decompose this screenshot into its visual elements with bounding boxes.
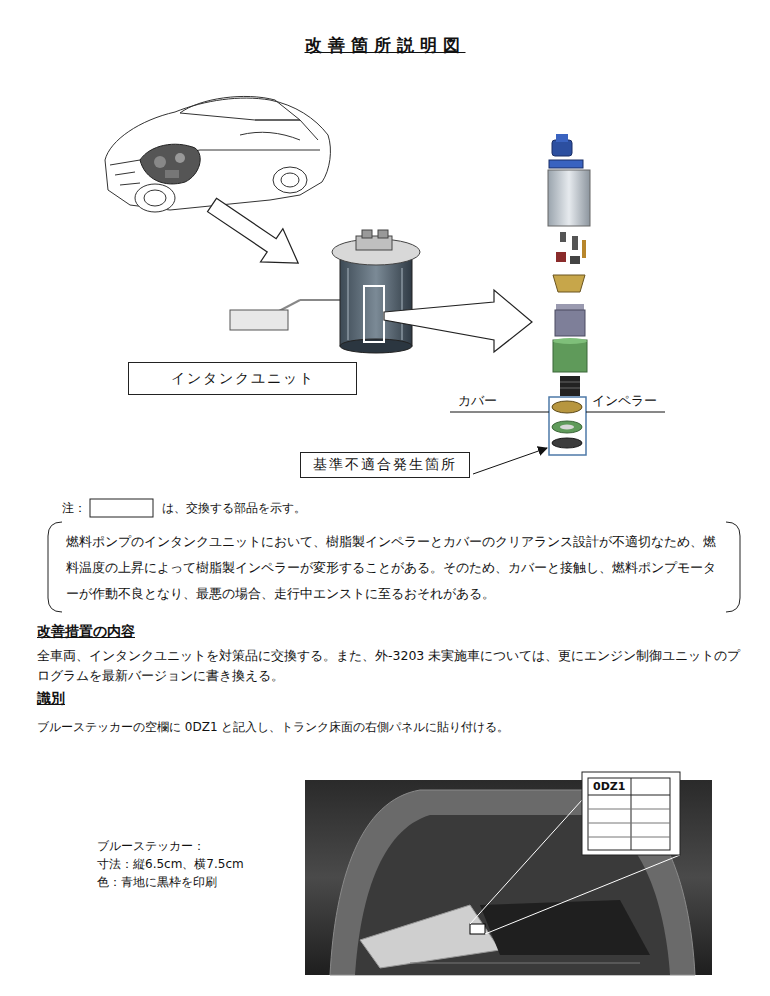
defect-description: 燃料ポンプのインタンクユニットにおいて、樹脂製インペラーとカバーのクリアランス設… <box>66 529 724 607</box>
section-heading: 識別 <box>37 690 65 708</box>
identification-text: ブルーステッカーの空欄に 0DZ1 と記入し、トランク床面の右側パネルに貼り付け… <box>37 719 509 736</box>
sticker-callout <box>582 772 680 855</box>
remedy-text: 全車両、インタンクユニットを対策品に交換する。また、外-3203 未実施車につい… <box>37 646 742 686</box>
engine-bay <box>140 144 200 184</box>
note-label: 注： <box>62 500 86 517</box>
sticker-spec: ブルーステッカー： <box>97 838 205 855</box>
in-tank-unit-drawing <box>230 230 420 353</box>
title: 改善箇所説明図 <box>0 34 770 57</box>
pointer-arrow <box>201 188 310 279</box>
car-drawing <box>105 96 330 212</box>
exploded-pump-drawing <box>548 134 590 455</box>
sticker-spec: 寸法：縦6.5cm、横7.5cm <box>97 856 244 873</box>
sticker-spec: 色：青地に黒枠を印刷 <box>97 874 217 891</box>
part-label: インペラー <box>592 392 657 410</box>
trunk-photo <box>305 780 712 975</box>
bracket <box>48 522 740 612</box>
defect-location-box: 基準不適合発生箇所 <box>300 452 470 478</box>
part-name-box: インタンクユニット <box>128 362 357 395</box>
box-text: インタンクユニット <box>171 370 315 388</box>
part-label: カバー <box>458 392 497 410</box>
sticker-code: 0DZ1 <box>593 780 625 793</box>
leader-line <box>450 412 665 474</box>
box-text: 基準不適合発生箇所 <box>313 456 457 474</box>
note-text: は、交換する部品を示す。 <box>162 500 306 517</box>
legend-box <box>90 499 153 517</box>
pointer-arrow <box>384 290 532 352</box>
section-heading: 改善措置の内容 <box>37 623 135 641</box>
